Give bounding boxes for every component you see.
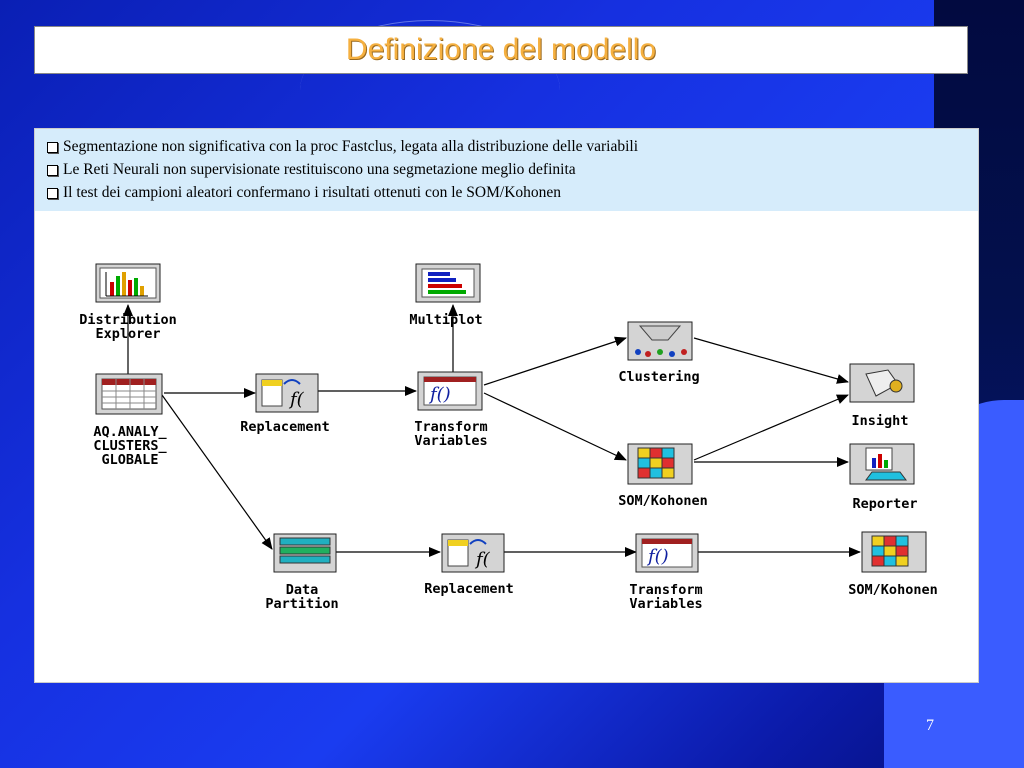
label-transform-variables-2: Transform Variables: [629, 582, 703, 612]
checkbox-bullet-icon: [47, 141, 58, 153]
label-distribution-explorer: Distribution Explorer: [79, 312, 177, 342]
arrow-transform-to-som: [483, 392, 627, 461]
svg-text:f(: f(: [474, 549, 491, 570]
function-replace-icon[interactable]: f(: [441, 533, 505, 573]
label-data-partition: Data Partition: [265, 582, 339, 612]
label-replacement-2: Replacement: [424, 581, 514, 597]
label-som-kohonen-1: SOM/Kohonen: [618, 493, 708, 509]
grid-cells-icon[interactable]: [627, 443, 693, 485]
svg-text:f(: f(: [288, 389, 305, 410]
function-transform-icon[interactable]: f(): [417, 371, 483, 411]
arrow-clustering-to-insight: [693, 337, 849, 384]
label-replacement-1: Replacement: [240, 419, 330, 435]
function-replace-icon[interactable]: f(: [255, 373, 319, 413]
arrow-transform-to-clustering: [483, 336, 627, 386]
label-insight: Insight: [851, 413, 909, 429]
connector-lines: [123, 304, 861, 557]
bullet-list: Segmentazione non significativa con la p…: [35, 129, 978, 211]
bullet-text: Segmentazione non significativa con la p…: [63, 138, 639, 155]
label-som-kohonen-2: SOM/Kohonen: [848, 582, 938, 598]
page-number: 7: [926, 717, 934, 734]
slide-title: Definizione del modello: [345, 33, 657, 66]
arrow-source-to-partition: [161, 394, 273, 550]
bullet-item: Segmentazione non significativa con la p…: [47, 137, 638, 157]
checkbox-bullet-icon: [47, 164, 58, 176]
label-transform-variables-1: Transform Variables: [414, 419, 488, 449]
bullet-item: Il test dei campioni aleatori confermano…: [47, 183, 561, 203]
data-table-icon[interactable]: [95, 373, 163, 415]
clustering-icon[interactable]: [627, 321, 693, 361]
content-box: Segmentazione non significativa con la p…: [34, 128, 979, 683]
label-multiplot: Multiplot: [409, 312, 483, 328]
checkbox-bullet-icon: [47, 187, 58, 199]
background-curve: [300, 20, 560, 161]
arrow-som-to-insight: [693, 394, 849, 461]
bar-chart-icon[interactable]: [95, 263, 161, 303]
reporter-icon[interactable]: [849, 443, 915, 485]
bullet-text: Le Reti Neurali non supervisionate resti…: [63, 161, 576, 178]
svg-text:f(): f(): [646, 546, 669, 567]
label-reporter: Reporter: [852, 496, 918, 512]
svg-text:f(): f(): [428, 384, 451, 405]
bullet-item: Le Reti Neurali non supervisionate resti…: [47, 160, 576, 180]
label-source-dataset: AQ.ANALY_ CLUSTERS_ GLOBALE: [93, 424, 167, 468]
multiplot-icon[interactable]: [415, 263, 481, 303]
bullet-text: Il test dei campioni aleatori confermano…: [63, 184, 562, 201]
insight-icon[interactable]: [849, 363, 915, 403]
label-clustering: Clustering: [618, 369, 700, 385]
title-box: Definizione del modello: [34, 26, 968, 74]
grid-cells-icon[interactable]: [861, 531, 927, 573]
partition-icon[interactable]: [273, 533, 337, 573]
function-transform-icon[interactable]: f(): [635, 533, 699, 573]
